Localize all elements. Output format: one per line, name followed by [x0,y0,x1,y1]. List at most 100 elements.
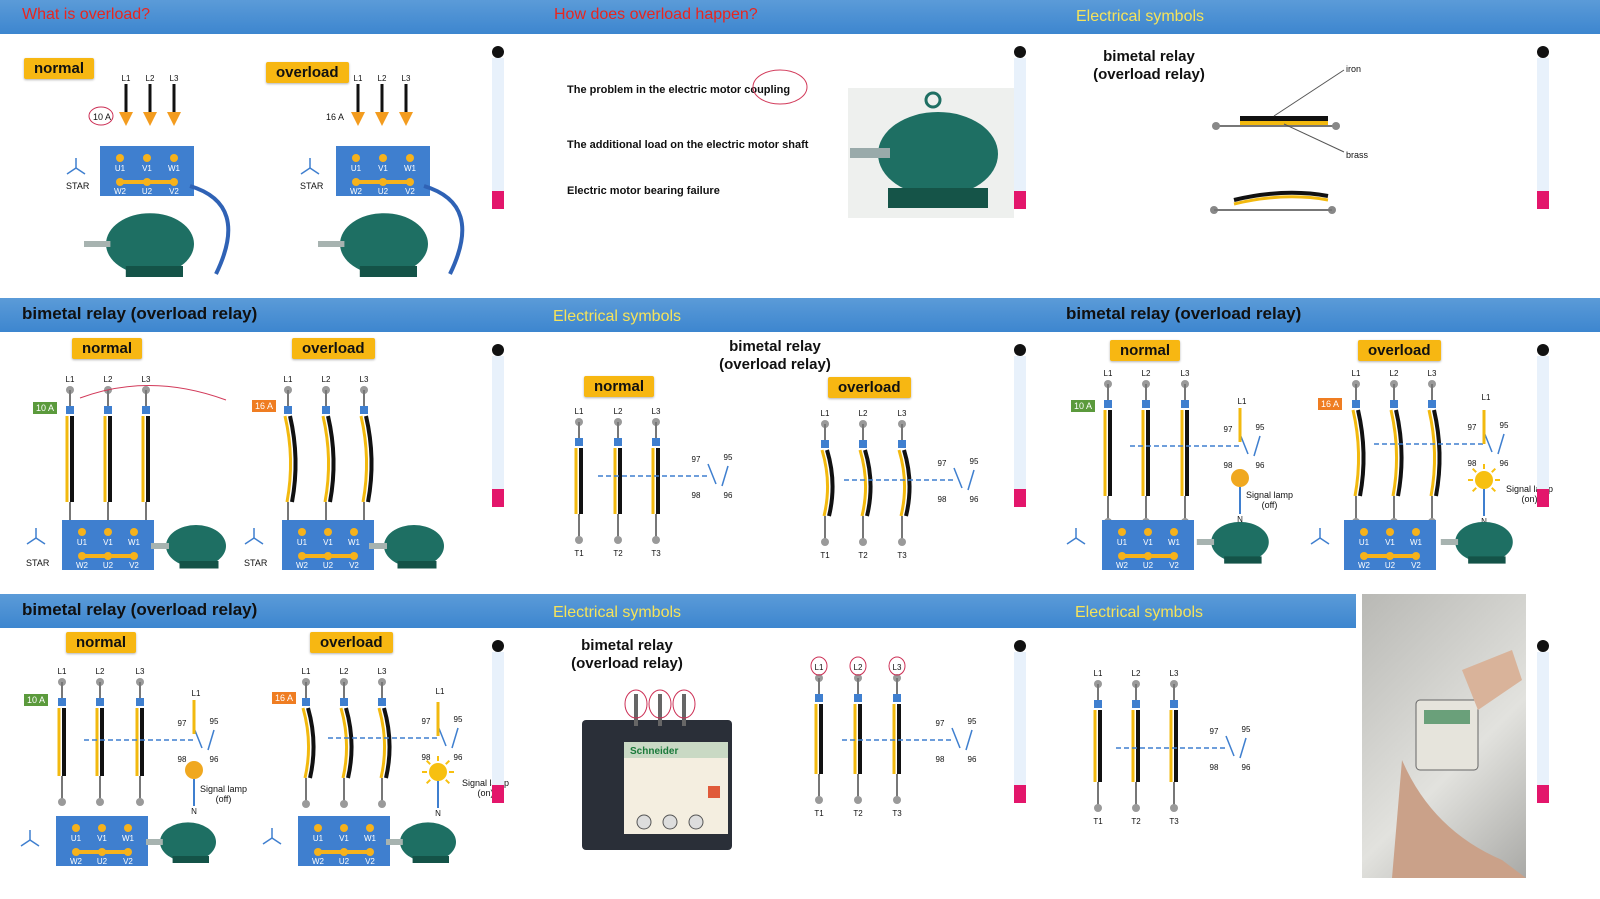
bimetal-strip [825,449,835,517]
heater-block [652,438,660,446]
neutral-label: N [1481,517,1487,526]
t-label: T2 [1131,817,1141,826]
bimetal-brass [359,415,369,503]
terminal-dot [130,528,138,536]
panel-electrical-symbols-3: Electrical symbols bimetal relay (overlo… [522,594,1044,899]
terminal-label: U2 [378,187,389,196]
motor-shaft [84,241,111,247]
overload-badge: overload [292,338,375,359]
terminal-label: V1 [142,164,152,173]
heater-block [898,440,906,448]
contact-label: 98 [1210,763,1219,772]
drawing-toolbar[interactable] [1013,46,1027,221]
line-label: L1 [354,74,363,83]
t-label: T3 [651,549,661,558]
panel-bimetal-relay-3: bimetal relay (overload relay) normal ov… [1044,298,1600,594]
line-label: L2 [96,667,105,676]
terminal-label: V2 [349,561,359,570]
terminal-label: W2 [1116,561,1129,570]
line-label: L2 [322,375,331,384]
motor-base [359,266,417,277]
star-icon [29,839,40,847]
contact-label: 97 [938,459,947,468]
contact-label: 96 [968,755,977,764]
terminal-dot [170,154,178,162]
amp-overload-label: 16 A [252,400,277,412]
amp-overload-label: 16 A [272,692,297,704]
panel-title: Electrical symbols [1075,604,1204,621]
amp-normal-label: 10 A [33,402,58,414]
star-icon [75,167,86,175]
line-label: L2 [340,667,349,676]
terminal-label: W2 [350,187,363,196]
terminal-dot [98,824,106,832]
panel-title: bimetal relay (overload relay) [22,304,258,323]
drawing-toolbar[interactable] [491,640,505,815]
panel-title: bimetal relay (overload relay) [22,600,258,619]
drawing-toolbar[interactable] [1536,344,1550,519]
terminal-point [821,538,829,546]
webcam-hand-photo [1362,594,1526,878]
drawing-toolbar[interactable] [491,344,505,519]
drawing-toolbar[interactable] [1536,46,1550,221]
panel-header: Electrical symbols [1044,594,1356,628]
contact-label: 97 [178,719,187,728]
overload-badge: overload [828,377,911,398]
line-label: L1 [1094,669,1103,678]
star-icon [271,837,282,845]
terminal-point [1132,804,1140,812]
lamp-ray [425,759,431,765]
heater-block [104,406,112,414]
lamp-off-label: Signal lamp (off) [1246,490,1294,510]
contact-label: 97 [692,455,701,464]
terminal-label: W1 [128,538,141,547]
highlight-circle [88,106,114,126]
terminal-point [575,536,583,544]
terminal-label: W1 [122,834,135,843]
drawing-toolbar[interactable] [1013,344,1027,519]
star-icon [1075,537,1086,545]
iron-label: iron [1346,64,1362,74]
heater-block [1170,700,1178,708]
drawing-toolbar[interactable] [491,46,505,221]
bimetal-brass [321,415,331,503]
heater-block [1428,400,1436,408]
contact-label: 96 [454,753,463,762]
lamp-ray [425,779,431,785]
terminal-dot [1386,528,1394,536]
bimetal-brass [283,415,293,503]
terminal-label: U2 [103,561,114,570]
line-label: L2 [1142,369,1151,378]
drawing-toolbar[interactable] [1536,640,1550,815]
terminal-label: V1 [1385,538,1395,547]
panel-title: How does overload happen? [554,6,758,23]
terminal-label: U2 [339,857,350,866]
line-label: L2 [1132,669,1141,678]
brass-label: brass [1346,150,1369,160]
bimetal-strip-diagram [1210,69,1345,214]
line-label: L1 [302,667,311,676]
terminal-point [815,796,823,804]
line-label: L2 [614,407,623,416]
terminal-label: V1 [1143,538,1153,547]
heater-block [136,698,144,706]
motor-shaft [146,839,163,845]
overload-badge: overload [310,632,393,653]
amp-normal-label: 10 A [1071,400,1096,412]
heater-block [854,694,862,702]
contact-label: 98 [938,495,947,504]
star-icon [300,167,311,175]
annotation-arrow [79,385,227,401]
contact-label: 95 [454,715,463,724]
contact-label: 95 [724,453,733,462]
relay-title: bimetal relay (overload relay) [1093,48,1205,83]
drawing-toolbar[interactable] [1013,640,1027,815]
motor-base [125,266,183,277]
panel-header: Electrical symbols [1044,0,1600,34]
relay-title: bimetal relay (overload relay) [571,637,683,672]
motor-shaft [318,241,345,247]
heater-block [58,698,66,706]
bimetal-strip [344,707,354,779]
motor-base [172,856,209,863]
